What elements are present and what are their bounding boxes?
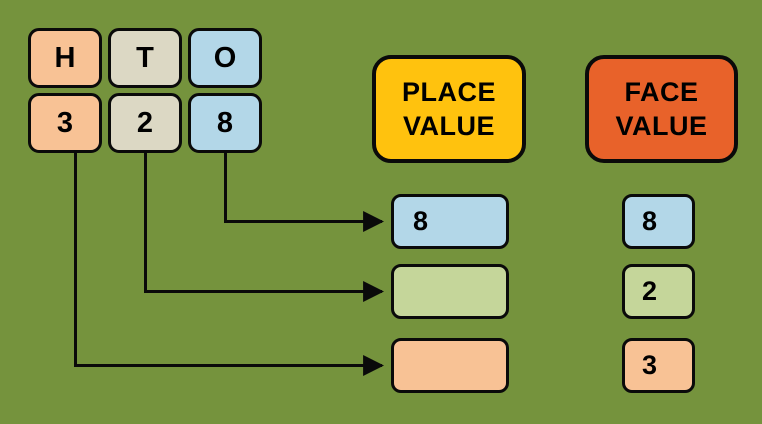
column-header-ones: O bbox=[188, 28, 262, 88]
digit-cell-tens: 2 bbox=[108, 93, 182, 153]
place-value-box-row2[interactable] bbox=[391, 264, 509, 319]
column-header-hundreds: H bbox=[28, 28, 102, 88]
column-header-tens-label: T bbox=[136, 41, 154, 74]
place-value-box-row1-value: 8 bbox=[413, 206, 429, 236]
face-value-box-row3-value: 3 bbox=[642, 350, 658, 380]
column-header-ones-label: O bbox=[213, 41, 237, 74]
digit-cell-tens-value: 2 bbox=[136, 106, 154, 139]
connector-hundreds-to-place-value bbox=[74, 152, 385, 376]
face-value-box-row2[interactable]: 2 bbox=[622, 264, 695, 319]
connector-tens-to-place-value bbox=[144, 152, 385, 302]
digit-cell-ones-value: 8 bbox=[216, 106, 234, 139]
face-value-box-row2-value: 2 bbox=[642, 276, 658, 306]
place-value-heading-line1: PLACE bbox=[401, 76, 496, 107]
face-value-box-row3[interactable]: 3 bbox=[622, 338, 695, 393]
face-value-heading: FACE VALUE bbox=[585, 55, 738, 163]
column-header-tens: T bbox=[108, 28, 182, 88]
column-header-hundreds-label: H bbox=[54, 41, 76, 74]
digit-cell-hundreds-value: 3 bbox=[56, 106, 74, 139]
face-value-heading-line2: VALUE bbox=[615, 110, 708, 141]
face-value-box-row1-value: 8 bbox=[642, 206, 658, 236]
digit-cell-hundreds: 3 bbox=[28, 93, 102, 153]
place-value-heading-line2: VALUE bbox=[402, 110, 495, 141]
face-value-box-row1[interactable]: 8 bbox=[622, 194, 695, 249]
face-value-heading-line1: FACE bbox=[624, 76, 699, 107]
digit-cell-ones: 8 bbox=[188, 93, 262, 153]
connector-ones-to-place-value bbox=[224, 152, 385, 232]
place-value-heading: PLACE VALUE bbox=[372, 55, 526, 163]
place-value-box-row3[interactable] bbox=[391, 338, 509, 393]
place-value-box-row1[interactable]: 8 bbox=[391, 194, 509, 249]
